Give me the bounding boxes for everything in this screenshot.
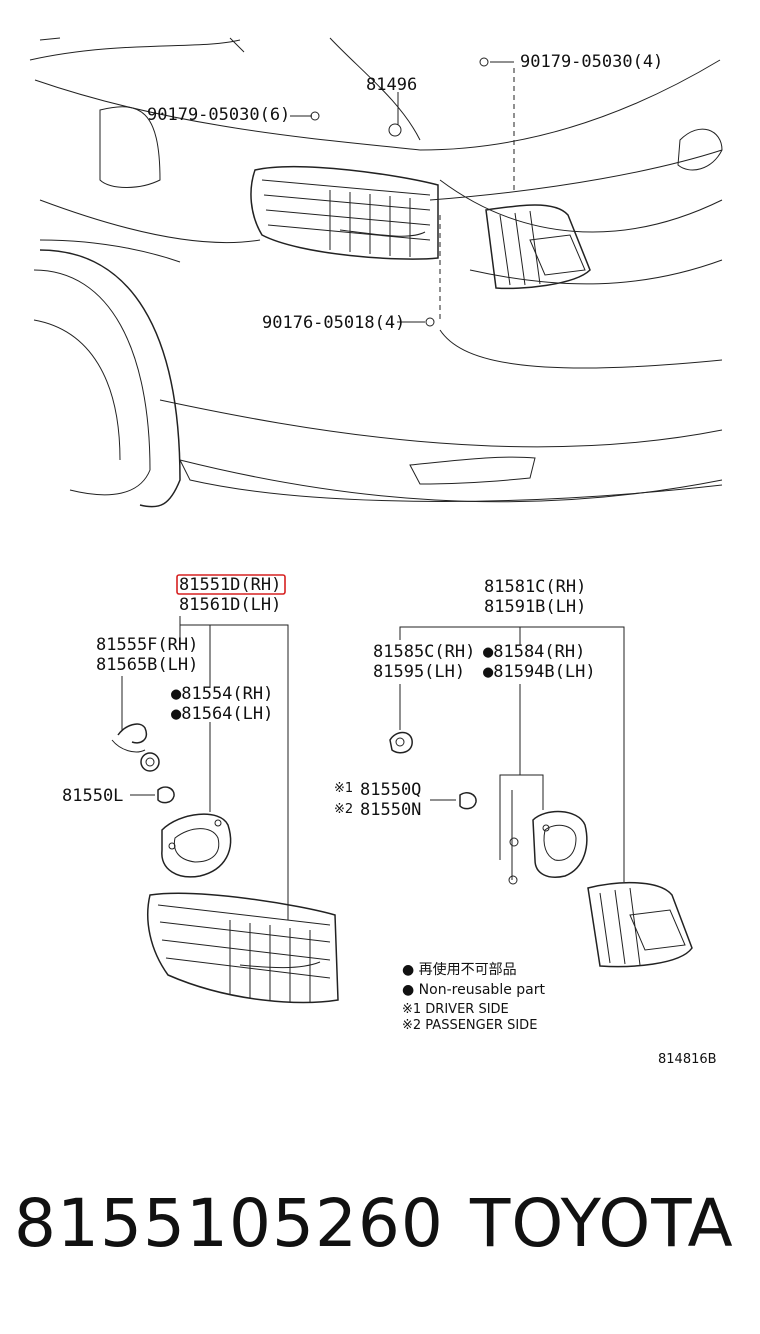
legend-non-reusable-jp: ● 再使用不可部品 bbox=[402, 961, 517, 978]
callout-81591b-lh: 81591B(LH) bbox=[484, 597, 586, 617]
callout-81561d-lh: 81561D(LH) bbox=[179, 595, 281, 615]
callout-81565b-lh: 81565B(LH) bbox=[96, 655, 198, 675]
vehicle-rear-illustration bbox=[29, 37, 723, 508]
callout-81496: 81496 bbox=[366, 75, 417, 95]
callout-90179-05030-4: 90179-05030(4) bbox=[520, 52, 663, 72]
callout-81550l: 81550L bbox=[62, 786, 123, 806]
callout-81585c-rh: 81585C(RH) bbox=[373, 642, 475, 662]
part-number: 8155105260 bbox=[14, 1185, 444, 1262]
legend-non-reusable-en: ● Non-reusable part bbox=[402, 982, 545, 998]
callout-81581c-rh: 81581C(RH) bbox=[484, 577, 586, 597]
top-callouts: 90179-05030(4) 81496 90179-05030(6) 9017… bbox=[147, 52, 663, 333]
callout-81555f-rh: 81555F(RH) bbox=[96, 635, 198, 655]
callout-90176-05018-4: 90176-05018(4) bbox=[262, 313, 405, 333]
callout-81564-lh: ●81564(LH) bbox=[171, 704, 273, 724]
callout-81595-lh: 81595(LH) bbox=[373, 662, 465, 682]
callout-81554-rh: ●81554(RH) bbox=[171, 684, 273, 704]
callout-81550q: 81550Q bbox=[360, 780, 421, 800]
callout-81584-rh: ●81584(RH) bbox=[483, 642, 585, 662]
highlight-box bbox=[176, 574, 286, 595]
callout-90179-05030-6: 90179-05030(6) bbox=[147, 105, 290, 125]
legend-passenger-side: ※2 PASSENGER SIDE bbox=[402, 1018, 537, 1033]
mark-passenger-side: ※2 bbox=[334, 802, 353, 817]
legend: ● 再使用不可部品 ● Non-reusable part ※1 DRIVER … bbox=[402, 961, 717, 1067]
inner-lamp-group: 81581C(RH) 81591B(LH) 81585C(RH) 81595(L… bbox=[334, 577, 693, 968]
footer: 8155105260 TOYOTA bbox=[0, 1185, 760, 1295]
diagram-code: 814816B bbox=[658, 1052, 717, 1067]
callout-81594b-lh: ●81594B(LH) bbox=[483, 662, 596, 682]
brand-name: TOYOTA bbox=[470, 1185, 734, 1262]
mark-driver-side: ※1 bbox=[334, 781, 353, 796]
legend-driver-side: ※1 DRIVER SIDE bbox=[402, 1002, 509, 1017]
callout-81550n: 81550N bbox=[360, 800, 421, 820]
callout-81551d-rh[interactable]: 81551D(RH) bbox=[179, 575, 281, 595]
outer-lamp-group: 81551D(RH) 81561D(LH) 81555F(RH) 81565B(… bbox=[62, 574, 339, 1004]
